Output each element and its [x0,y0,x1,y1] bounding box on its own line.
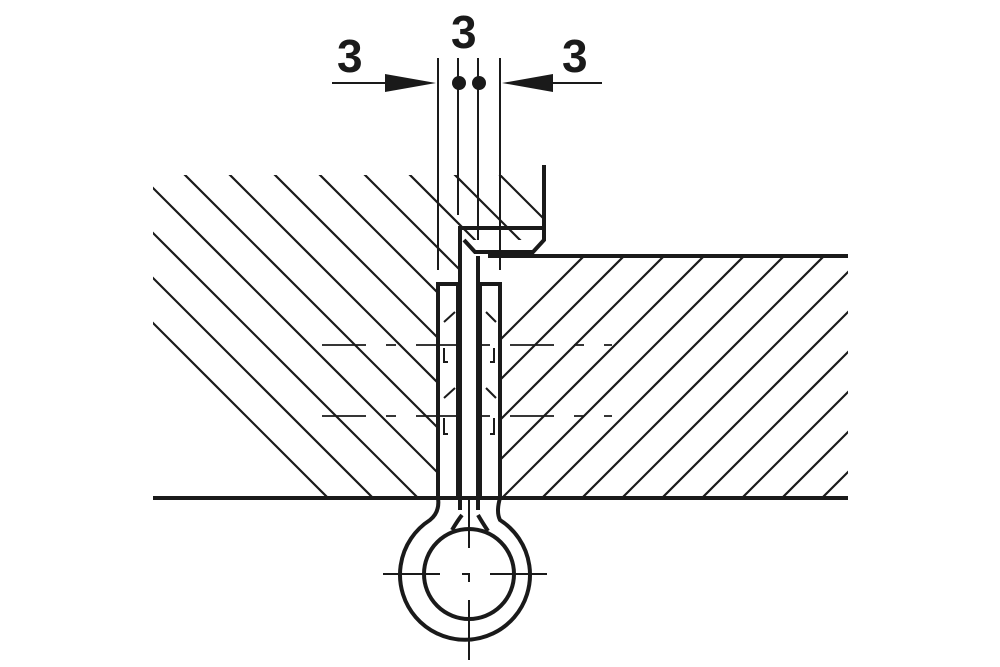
dimension-arrows [332,74,602,92]
dimension-label-right: 3 [562,30,588,82]
flange-plate [458,226,546,264]
screw-notches [443,311,497,435]
hinge-leaf-left [436,282,460,498]
hinge-knuckle [398,497,532,642]
center-mark [383,497,547,660]
center-leaf [458,240,480,510]
dimension-label-left: 3 [337,30,363,82]
right-panel-hatch [500,256,848,498]
dimension-label-center: 3 [451,6,477,58]
extension-lines [437,58,501,270]
